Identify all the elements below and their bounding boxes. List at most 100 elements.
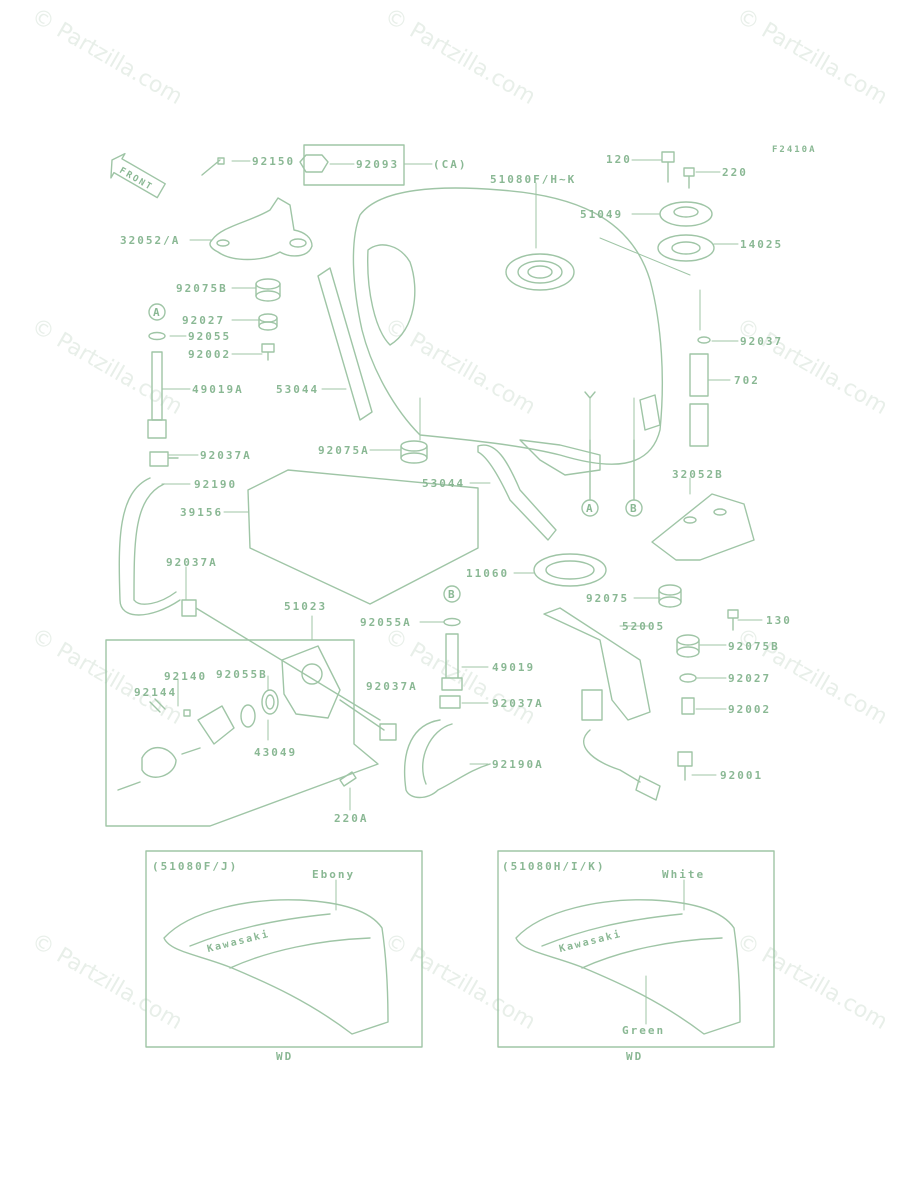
leader-lines xyxy=(161,159,763,811)
watermark: © Partzilla.com xyxy=(27,4,187,111)
pump-wire xyxy=(583,729,641,783)
part-label-39156[interactable]: 39156 xyxy=(180,506,223,519)
part-51023-body xyxy=(281,645,341,719)
part-label-32052a[interactable]: 32052/A xyxy=(120,234,180,247)
bracket-hole xyxy=(289,238,307,248)
inset-2-code: WD xyxy=(626,1050,643,1063)
part-label-53044-left[interactable]: 53044 xyxy=(276,383,319,396)
tank-outline-callouts xyxy=(419,237,701,441)
part-92037a-top xyxy=(149,451,179,467)
callout-b-label-tank: B xyxy=(630,502,639,515)
part-92001 xyxy=(677,751,693,781)
pump-float xyxy=(581,689,603,721)
part-label-14025[interactable]: 14025 xyxy=(740,238,783,251)
callout-a-label: A xyxy=(153,306,162,319)
screw xyxy=(117,747,201,791)
part-label-92027-right[interactable]: 92027 xyxy=(728,672,771,685)
part-label-92190a[interactable]: 92190A xyxy=(492,758,544,771)
tank-rear-tab xyxy=(639,394,661,431)
front-label: FRONT xyxy=(117,166,154,193)
part-92002-left xyxy=(261,343,275,361)
inset-1-color-label: Ebony xyxy=(312,868,355,881)
part-label-52005[interactable]: 52005 xyxy=(622,620,665,633)
part-92037a-mid xyxy=(181,599,381,721)
inset-2-sub-color: Green xyxy=(622,1024,665,1037)
part-label-92055b[interactable]: 92055B xyxy=(216,668,268,681)
part-53044-left xyxy=(317,267,373,421)
part-label-92002-left[interactable]: 92002 xyxy=(188,348,231,361)
part-label-92075a[interactable]: 92075A xyxy=(318,444,370,457)
callout-b-label: B xyxy=(448,588,457,601)
part-label-92093[interactable]: 92093 xyxy=(356,158,399,171)
part-92055a-washer xyxy=(443,617,461,627)
inset-2-tank xyxy=(515,899,741,1035)
part-92027-right xyxy=(679,673,697,683)
part-label-92055[interactable]: 92055 xyxy=(188,330,231,343)
part-92075b-right xyxy=(676,634,700,658)
part-label-92037a-b[interactable]: 92037A xyxy=(492,697,544,710)
part-label-92144[interactable]: 92144 xyxy=(134,686,177,699)
part-label-51049[interactable]: 51049 xyxy=(580,208,623,221)
part-53044-right xyxy=(477,444,557,541)
part-label-92037a-low[interactable]: 92037A xyxy=(366,680,418,693)
front-arrow: FRONT xyxy=(110,152,166,199)
part-label-53044-right[interactable]: 53044 xyxy=(422,477,465,490)
watermark: © Partzilla.com xyxy=(380,314,540,421)
part-label-220a[interactable]: 220A xyxy=(334,812,369,825)
part-220a xyxy=(339,771,357,787)
part-label-92075b-right[interactable]: 92075B xyxy=(728,640,780,653)
part-92093-box xyxy=(303,144,405,186)
watermark: © Partzilla.com xyxy=(732,4,892,111)
part-130 xyxy=(727,609,739,631)
part-51023-hub xyxy=(301,663,323,685)
bracket-hole xyxy=(713,508,727,516)
inset-1-logo: Kawasaki xyxy=(206,928,271,955)
part-label-49019[interactable]: 49019 xyxy=(492,661,535,674)
part-label-92140[interactable]: 92140 xyxy=(164,670,207,683)
callout-circle xyxy=(148,303,166,321)
watermark: © Partzilla.com xyxy=(380,4,540,111)
part-label-92037a-mid[interactable]: 92037A xyxy=(166,556,218,569)
watermark: © Partzilla.com xyxy=(732,314,892,421)
part-120 xyxy=(661,151,675,183)
part-label-92027-left[interactable]: 92027 xyxy=(182,314,225,327)
part-label-51080fhk[interactable]: 51080F/H~K xyxy=(490,173,576,186)
part-92144 xyxy=(149,698,166,713)
part-label-92002-right[interactable]: 92002 xyxy=(728,703,771,716)
part-51049 xyxy=(659,201,713,227)
part-label-92037[interactable]: 92037 xyxy=(740,335,783,348)
part-92055b xyxy=(240,704,256,728)
part-label-92055a[interactable]: 92055A xyxy=(360,616,412,629)
inset-1-code: WD xyxy=(276,1050,293,1063)
diagram-code: F2410A xyxy=(772,145,817,155)
part-92190 xyxy=(118,477,181,616)
part-label-49019a[interactable]: 49019A xyxy=(192,383,244,396)
watermark: © Partzilla.com xyxy=(732,929,892,1036)
part-51023-cover xyxy=(197,705,235,745)
part-label-92001[interactable]: 92001 xyxy=(720,769,763,782)
part-label-92075b-top[interactable]: 92075B xyxy=(176,282,228,295)
fuel-tank xyxy=(352,187,664,465)
part-92037-right xyxy=(697,336,711,344)
part-label-51023[interactable]: 51023 xyxy=(284,600,327,613)
part-label-702[interactable]: 702 xyxy=(734,374,760,387)
part-label-92190[interactable]: 92190 xyxy=(194,478,237,491)
part-label-32052b[interactable]: 32052B xyxy=(672,468,724,481)
part-label-11060[interactable]: 11060 xyxy=(466,567,509,580)
tank-bottom-bracket xyxy=(519,439,601,476)
part-51023-lever xyxy=(141,747,177,778)
part-label-43049[interactable]: 43049 xyxy=(254,746,297,759)
part-label-220[interactable]: 220 xyxy=(722,166,748,179)
part-label-120[interactable]: 120 xyxy=(606,153,632,166)
part-label-92150[interactable]: 92150 xyxy=(252,155,295,168)
part-92002-right xyxy=(681,697,695,715)
inset-2-stripe xyxy=(541,913,723,969)
part-label-92075[interactable]: 92075 xyxy=(586,592,629,605)
callout-a-label-tank: A xyxy=(586,502,595,515)
part-92075 xyxy=(658,584,682,608)
part-label-92037a-top[interactable]: 92037A xyxy=(200,449,252,462)
part-label-130[interactable]: 130 xyxy=(766,614,792,627)
part-220 xyxy=(683,167,695,189)
inset-2-title: (51080H/I/K) xyxy=(502,860,605,873)
